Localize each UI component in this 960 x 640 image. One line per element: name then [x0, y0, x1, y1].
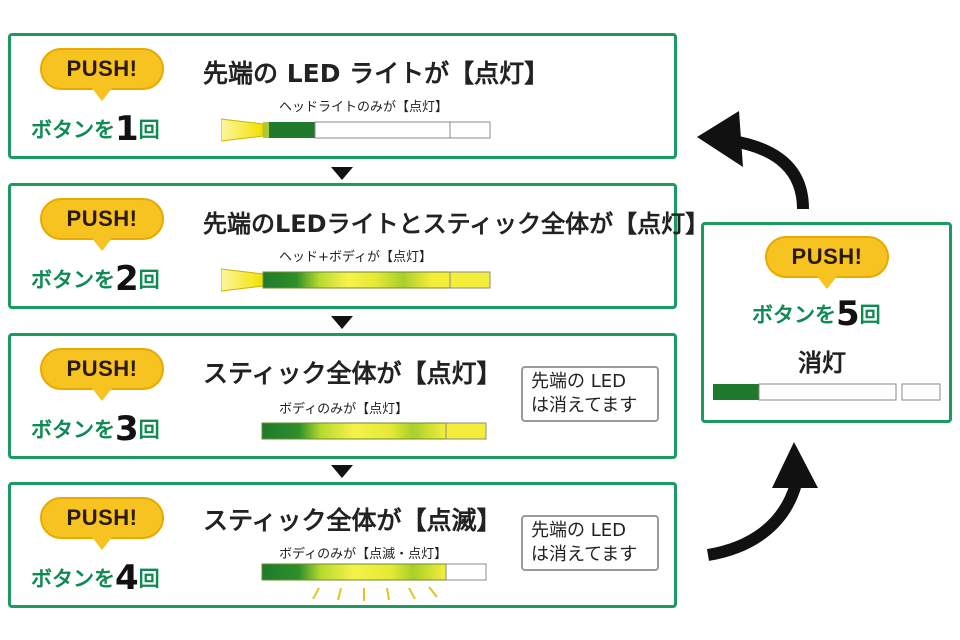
push-label: PUSH!: [66, 356, 138, 381]
press-count-label: ボタンを5回: [752, 294, 881, 334]
step-title: スティック全体が【点灯】: [203, 359, 502, 388]
press-count-label: ボタンを2回: [31, 259, 160, 299]
light-stick-off: [713, 383, 941, 401]
push-label: PUSH!: [791, 244, 863, 269]
light-stick-head-only: [221, 118, 491, 142]
light-stick-body-only: [261, 422, 487, 440]
press-count-label: ボタンを3回: [31, 409, 160, 449]
led-off-note: 先端の LED は消えてます: [521, 366, 659, 422]
step-subtitle: ヘッドライトのみが【点灯】: [279, 100, 449, 115]
push-label: PUSH!: [66, 505, 138, 530]
push-badge: PUSH!: [39, 347, 165, 401]
step-panel-4: PUSH! ボタンを4回 スティック全体が【点滅】 ボディのみが【点滅・点灯】 …: [8, 482, 677, 608]
press-count-label: ボタンを4回: [31, 558, 160, 598]
push-badge: PUSH!: [764, 235, 890, 289]
push-label: PUSH!: [66, 56, 138, 81]
push-label: PUSH!: [66, 206, 138, 231]
step-title: 消灯: [798, 349, 846, 377]
step-panel-2: PUSH! ボタンを2回 先端のLEDライトとスティック全体が【点灯】 ヘッド+…: [8, 183, 709, 309]
curved-arrow-up-right-icon: [706, 442, 818, 561]
step-title: 先端のLEDライトとスティック全体が【点灯】: [203, 210, 710, 238]
step-subtitle: ボディのみが【点灯】: [279, 402, 409, 417]
down-triangle-icon: [331, 167, 353, 180]
light-stick-body-blinking: [261, 563, 487, 601]
blink-rays: [312, 586, 438, 601]
led-off-note: 先端の LED は消えてます: [521, 515, 659, 571]
step-title: 先端の LED ライトが【点灯】: [203, 59, 550, 88]
light-stick-head-and-body: [221, 268, 491, 292]
curved-arrow-up-left-icon: [697, 111, 809, 210]
push-badge: PUSH!: [39, 47, 165, 101]
press-count-label: ボタンを1回: [31, 109, 160, 149]
push-badge: PUSH!: [39, 496, 165, 550]
down-triangle-icon: [331, 316, 353, 329]
step-panel-5: PUSH! ボタンを5回 消灯: [701, 222, 952, 423]
push-badge: PUSH!: [39, 197, 165, 251]
step-panel-3: PUSH! ボタンを3回 スティック全体が【点灯】 ボディのみが【点灯】 先端の…: [8, 333, 677, 459]
down-triangle-icon: [331, 465, 353, 478]
step-subtitle: ヘッド+ボディが【点灯】: [279, 250, 432, 265]
step-title: スティック全体が【点滅】: [203, 506, 502, 535]
step-subtitle: ボディのみが【点滅・点灯】: [279, 547, 448, 562]
step-panel-1: PUSH! ボタンを1回 先端の LED ライトが【点灯】 ヘッドライトのみが【…: [8, 33, 677, 159]
